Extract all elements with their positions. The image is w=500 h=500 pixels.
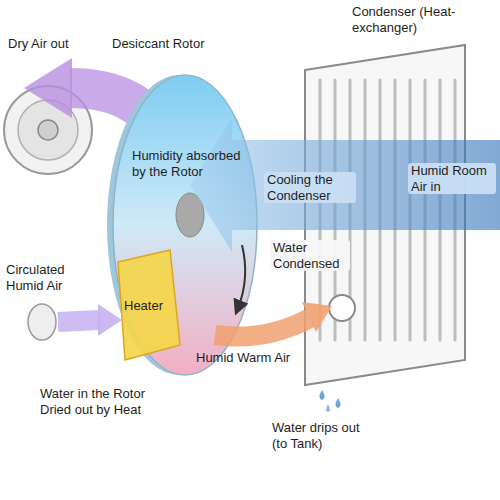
water-drop <box>326 404 330 412</box>
flow-label: Water Condensed <box>270 240 350 271</box>
heater <box>118 250 180 360</box>
flow-label: Circulated Humid Air <box>6 262 86 293</box>
water-drop <box>320 390 325 400</box>
circulated-air-arrowhead <box>98 304 122 336</box>
part-label: Condenser (Heat-exchanger) <box>352 4 472 35</box>
circulated-air-flow <box>58 320 100 322</box>
note-label: Water drips out (to Tank) <box>272 420 377 451</box>
humid-warm-air-arrowhead <box>302 302 332 332</box>
dry-air-arrowhead <box>24 58 72 118</box>
flow-label: Humidity absorbed by the Rotor <box>132 148 250 179</box>
rotation-arrow <box>238 245 245 308</box>
note-label: Water in the Rotor Dried out by Heat <box>40 386 160 417</box>
humid-room-air-flow <box>190 118 500 252</box>
part-label: Heater <box>124 298 174 314</box>
humid-warm-air-flow <box>215 318 310 337</box>
flow-label: Humid Room Air in <box>408 163 496 194</box>
flow-label: Humid Warm Air <box>196 350 316 366</box>
condenser-port <box>329 295 355 321</box>
flow-label: Cooling the Condenser <box>264 172 356 203</box>
flow-label: Dry Air out <box>8 36 118 52</box>
part-label: Desiccant Rotor <box>112 36 242 52</box>
circulation-fan <box>28 304 56 340</box>
fan-hub <box>38 120 58 140</box>
water-drop <box>336 398 341 408</box>
